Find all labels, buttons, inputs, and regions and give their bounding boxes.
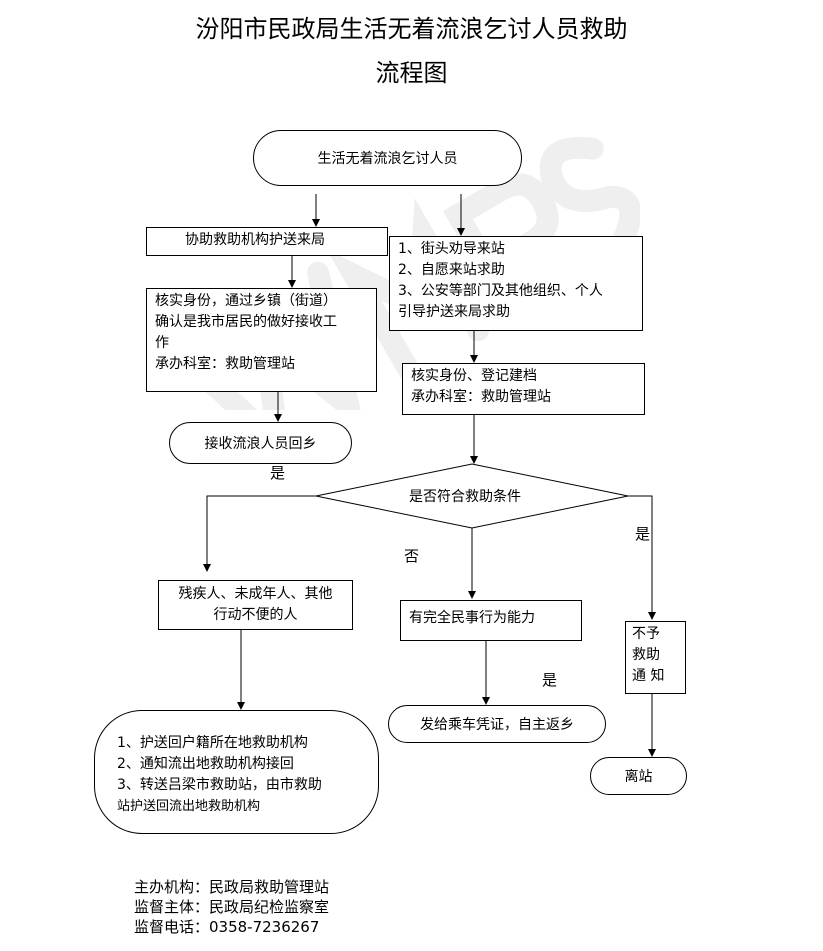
no-aid-box: 不予 救助 通 知 xyxy=(625,621,686,694)
yes-label-capable: 是 xyxy=(542,671,558,689)
verify-local-line: 核实身份，通过乡镇（街道） xyxy=(155,293,337,309)
escort-box-label: 协助救助机构护送来局 xyxy=(185,232,325,248)
vulnerable-action-item: 3、转送吕梁市救助站，由市救助 xyxy=(117,777,322,793)
return-home-node: 接收流浪人员回乡 xyxy=(169,422,352,464)
return-home-label: 接收流浪人员回乡 xyxy=(204,436,317,452)
source-item: 2、自愿来站求助 xyxy=(398,262,505,278)
verify-local-line: 作 xyxy=(155,335,169,351)
no-label-middle: 否 xyxy=(404,547,420,565)
vulnerable-line: 行动不便的人 xyxy=(213,607,298,623)
vulnerable-action-item: 站护送回流出地救助机构 xyxy=(117,799,261,814)
arrow-decision-to-no-aid xyxy=(628,495,656,620)
source-item: 3、公安等部门及其他组织、个人 xyxy=(398,283,603,299)
vulnerable-action-item: 2、通知流出地救助机构接回 xyxy=(117,756,294,772)
footer-supervisor: 监督主体：民政局纪检监察室 xyxy=(134,898,330,916)
vulnerable-box: 残疾人、未成年人、其他 行动不便的人 xyxy=(158,580,353,630)
vulnerable-action-item: 1、护送回户籍所在地救助机构 xyxy=(117,735,308,751)
verify-local-box: 核实身份，通过乡镇（街道） 确认是我市居民的做好接收工 作 承办科室：救助管理站 xyxy=(146,288,377,392)
register-box: 核实身份、登记建档 承办科室：救助管理站 xyxy=(402,363,645,415)
escort-box: 协助救助机构护送来局 xyxy=(146,227,388,256)
page-subtitle: 流程图 xyxy=(375,59,448,87)
vulnerable-line: 残疾人、未成年人、其他 xyxy=(178,586,333,602)
capable-label: 有完全民事行为能力 xyxy=(409,610,535,626)
verify-local-line: 承办科室：救助管理站 xyxy=(155,356,295,372)
yes-label-left: 是 xyxy=(270,464,286,482)
ticket-node: 发给乘车凭证，自主返乡 xyxy=(388,705,606,743)
no-aid-line: 通 知 xyxy=(632,668,665,684)
page-title: 汾阳市民政局生活无着流浪乞讨人员救助 xyxy=(195,15,628,43)
sources-box: 1、街头劝导来站 2、自愿来站求助 3、公安等部门及其他组织、个人 引导护送来局… xyxy=(389,236,643,331)
leave-node: 离站 xyxy=(590,757,687,795)
no-aid-line: 不予 xyxy=(632,626,660,642)
footer-phone: 监督电话：0358-7236267 xyxy=(134,918,320,936)
source-item: 1、街头劝导来站 xyxy=(398,241,505,257)
decision-label: 是否符合救助条件 xyxy=(409,489,521,505)
register-line: 承办科室：救助管理站 xyxy=(411,389,551,405)
verify-local-line: 确认是我市居民的做好接收工 xyxy=(155,314,337,330)
start-node-label: 生活无着流浪乞讨人员 xyxy=(317,151,458,167)
start-node: 生活无着流浪乞讨人员 xyxy=(253,130,522,186)
leave-label: 离站 xyxy=(624,769,653,785)
vulnerable-actions-node: 1、护送回户籍所在地救助机构 2、通知流出地救助机构接回 3、转送吕梁市救助站，… xyxy=(94,710,379,834)
arrow-decision-to-vulnerable xyxy=(203,495,316,572)
no-aid-line: 救助 xyxy=(632,647,660,663)
footer-organizer: 主办机构：民政局救助管理站 xyxy=(134,878,330,896)
source-item: 引导护送来局求助 xyxy=(398,304,510,320)
capable-box: 有完全民事行为能力 xyxy=(400,600,582,641)
yes-label-right: 是 xyxy=(635,525,651,543)
ticket-label: 发给乘车凭证，自主返乡 xyxy=(420,717,574,733)
register-line: 核实身份、登记建档 xyxy=(411,368,537,384)
